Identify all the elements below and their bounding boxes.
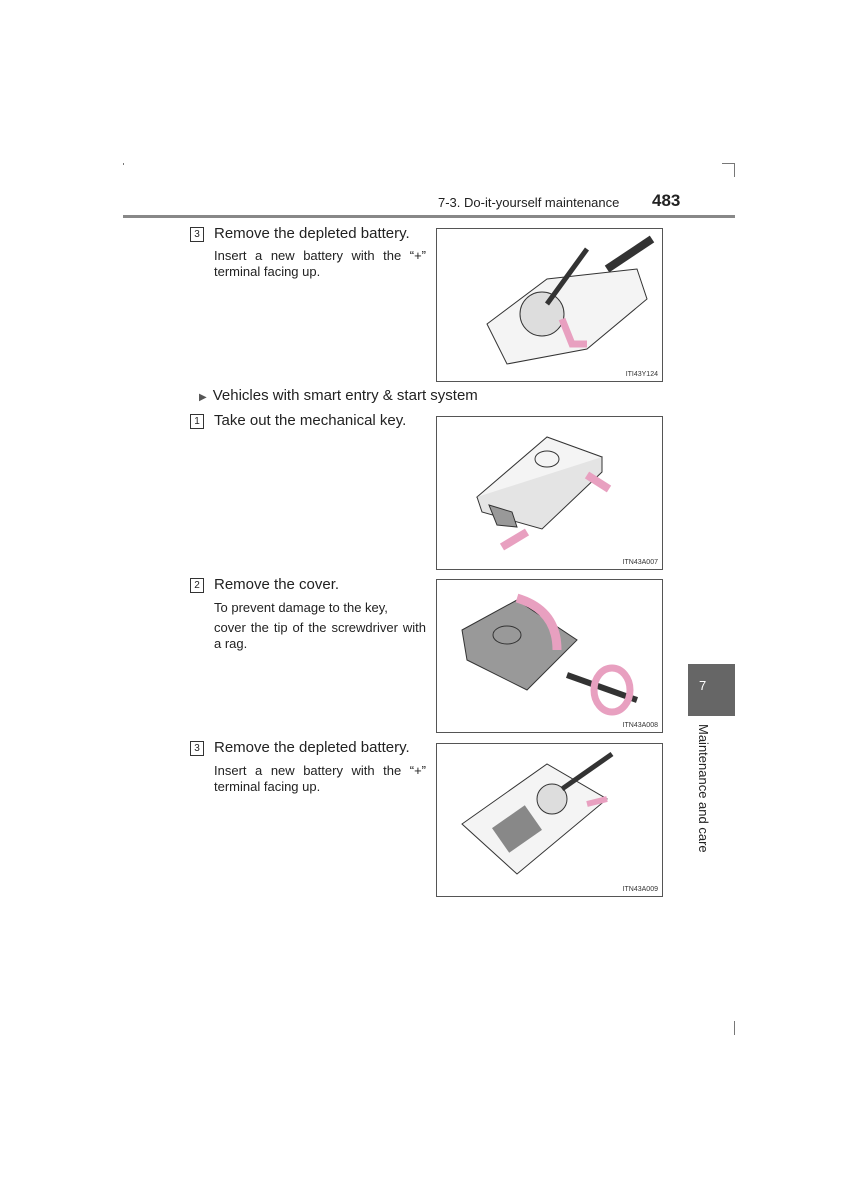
step-title: Take out the mechanical key. (214, 412, 407, 429)
figure-code: ITI43Y124 (625, 371, 658, 378)
figure-remove-cover: ITN43A008 (436, 579, 663, 733)
chapter-title: Maintenance and care (696, 724, 711, 853)
figure-code: ITN43A009 (622, 886, 658, 893)
step-heading: 2 Remove the cover. (190, 576, 339, 593)
chapter-number: 7 (699, 678, 707, 693)
step-title: Remove the depleted battery. (214, 739, 410, 756)
figure-battery-replacement: ITN43A009 (436, 743, 663, 897)
figure-code: ITN43A008 (622, 722, 658, 729)
subheading: ▶ Vehicles with smart entry & start syste… (199, 387, 478, 404)
crop-mark (734, 163, 735, 177)
section-title: 7-3. Do-it-yourself maintenance (438, 195, 620, 210)
page-number: 483 (652, 191, 681, 210)
step-text: To prevent damage to the key, (214, 600, 388, 615)
step-text: Insert a new battery with the “+” termin… (214, 248, 426, 279)
step-heading: 3 Remove the depleted battery. (190, 739, 410, 756)
figure-battery-removal: ITI43Y124 (436, 228, 663, 382)
subheading-text: Vehicles with smart entry & start system (212, 387, 478, 404)
cover-removal-illustration (461, 593, 639, 716)
step-number: 3 (190, 227, 204, 242)
figure-mechanical-key: ITN43A007 (436, 416, 663, 570)
step-title: Remove the depleted battery. (214, 225, 410, 242)
step-number: 2 (190, 578, 204, 593)
crop-mark (722, 163, 735, 164)
step-text: Insert a new battery with the “+” termin… (214, 763, 426, 794)
battery-illustration (461, 751, 614, 875)
step-text: cover the tip of the screwdriver with a … (214, 620, 426, 651)
step-number: 1 (190, 414, 204, 429)
key-battery-illustration (486, 235, 655, 365)
step-heading: 3 Remove the depleted battery. (190, 225, 410, 242)
triangle-bullet-icon: ▶ (199, 392, 207, 403)
crop-mark (734, 1021, 735, 1035)
figure-code: ITN43A007 (622, 559, 658, 566)
chapter-tab[interactable]: 7 (688, 664, 735, 716)
step-number: 3 (190, 741, 204, 756)
smart-key-illustration (476, 436, 612, 551)
step-heading: 1 Take out the mechanical key. (190, 412, 406, 429)
crop-mark (123, 163, 124, 165)
header-rule (123, 215, 735, 218)
step-title: Remove the cover. (214, 576, 340, 593)
